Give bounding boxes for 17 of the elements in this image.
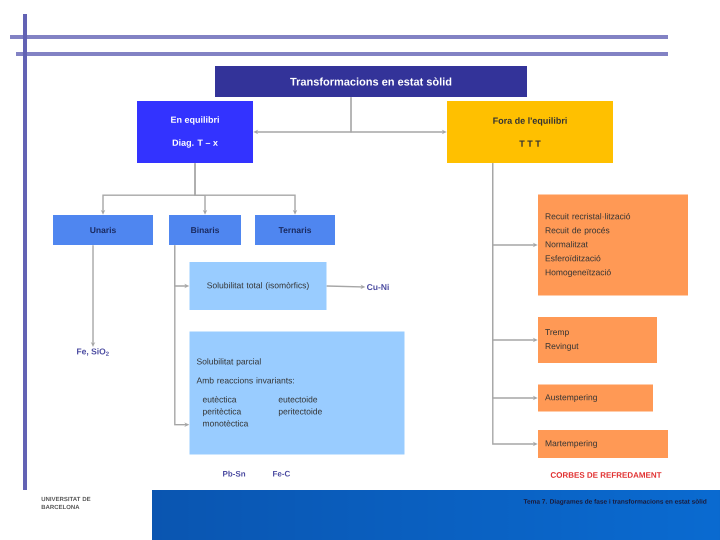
process-box: Solubilitat parcial Amb reaccions invariants: eutèctica eutectoide peritèctica peritectoide monotèctica: [190, 332, 404, 454]
example-label: Pb-Sn: [223, 470, 246, 477]
process-box: Recuit recristal·lització Recuit de procés Normalitzat Esferoïdització Homogeneïtzació: [538, 194, 688, 296]
process-box: Solubilitat total (isomòrfics): [190, 262, 326, 310]
process-box: Tremp Revingut: [538, 317, 657, 363]
category-box: Unaris: [53, 215, 153, 245]
example-label: Fe-C: [273, 470, 290, 477]
category-box: En equilibri Diag. T – x: [137, 101, 253, 163]
example-label: Cu-Ni: [367, 284, 389, 290]
note-text: CORBES DE REFREDAMENT: [550, 472, 662, 478]
category-box: Fora de l'equilibri T T T: [447, 101, 613, 163]
example-label: Fe, SiO$_{2}$: [77, 348, 109, 356]
process-box: Martempering: [538, 430, 668, 458]
category-box: Ternaris: [255, 215, 335, 245]
category-box: Binaris: [169, 215, 241, 245]
process-box: Austempering: [538, 384, 653, 412]
title-box: Transformacions en estat sòlid: [215, 66, 527, 97]
